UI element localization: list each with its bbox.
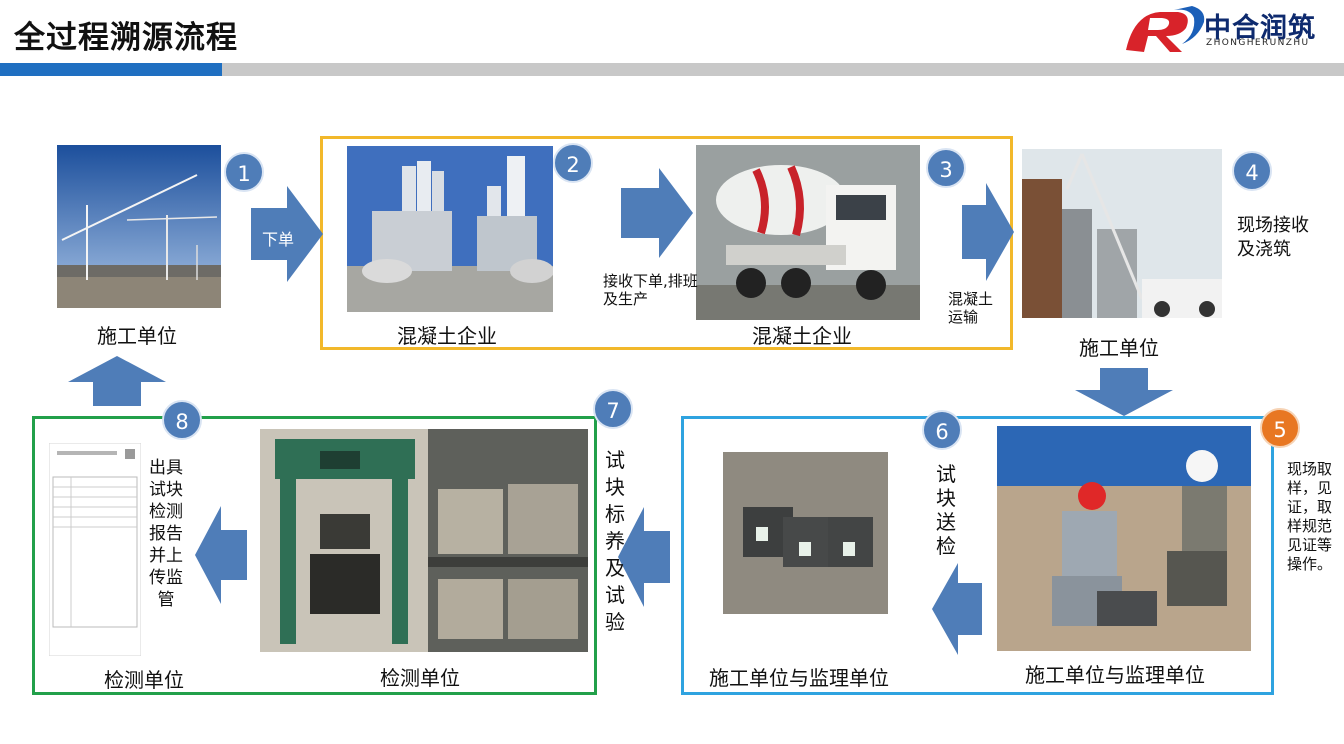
label-testing-unit-2: 检测单位 — [380, 666, 460, 690]
arrow-left-1-icon — [932, 563, 982, 655]
step-badge-7: 7 — [593, 389, 633, 429]
action-sampling: 现场取样，见证，取样规范见证等操作。 — [1287, 460, 1333, 573]
curing-room-photo — [428, 429, 588, 652]
label-supervision-1: 施工单位与监理单位 — [709, 666, 889, 690]
press-machine-photo — [260, 429, 428, 652]
action-order: 下单 — [262, 230, 295, 249]
pouring-site-photo — [1022, 149, 1222, 318]
page-title: 全过程溯源流程 — [14, 20, 238, 56]
batching-plant-photo — [347, 146, 553, 312]
concrete-company-group — [320, 136, 1013, 350]
test-cubes-photo — [723, 452, 888, 614]
logo-text: 中合润筑 — [1204, 13, 1316, 44]
action-receive-pour: 现场接收及浇筑 — [1237, 215, 1309, 260]
label-construction-unit-2: 施工单位 — [1079, 336, 1159, 360]
header-bar-accent — [0, 63, 222, 76]
sampling-photo — [997, 426, 1251, 651]
step-badge-6: 6 — [922, 410, 962, 450]
action-transport: 混凝土运输 — [948, 290, 994, 326]
label-testing-unit-1: 检测单位 — [104, 668, 184, 692]
company-logo — [1120, 4, 1330, 58]
step-badge-3: 3 — [926, 148, 966, 188]
arrow-down-icon — [1075, 368, 1173, 416]
label-concrete-company-1: 混凝土企业 — [397, 324, 497, 348]
arrow-right-2-icon — [621, 168, 693, 258]
step-badge-8: 8 — [162, 400, 202, 440]
header-bar — [222, 63, 1344, 76]
step-badge-1: 1 — [224, 152, 264, 192]
field-group — [681, 416, 1274, 695]
step-badge-2: 2 — [553, 143, 593, 183]
action-send-test: 试块送检 — [936, 462, 956, 558]
label-concrete-company-2: 混凝土企业 — [752, 324, 852, 348]
arrow-up-icon — [68, 356, 166, 406]
mixer-truck-photo — [696, 145, 920, 320]
action-curing-test: 试块标养及试验 — [605, 448, 625, 634]
test-report-photo — [49, 443, 141, 656]
logo-mark-icon — [1126, 6, 1205, 52]
step-badge-5: 5 — [1260, 408, 1300, 448]
logo-subtext: ZHONGHERUNZHU — [1206, 38, 1310, 48]
label-construction-unit-1: 施工单位 — [97, 324, 177, 348]
action-receive-order: 接收下单,排班及生产 — [603, 272, 698, 308]
arrow-right-1-icon — [251, 186, 323, 282]
arrow-left-2-icon — [618, 507, 670, 607]
arrow-right-3-icon — [962, 183, 1014, 281]
action-report: 出具试块检测报告并上传监管 — [149, 458, 183, 610]
step-badge-4: 4 — [1232, 151, 1272, 191]
arrow-left-3-icon — [195, 506, 247, 604]
label-supervision-2: 施工单位与监理单位 — [1025, 663, 1205, 687]
testing-group — [32, 416, 597, 695]
crane-site-photo — [57, 145, 221, 308]
